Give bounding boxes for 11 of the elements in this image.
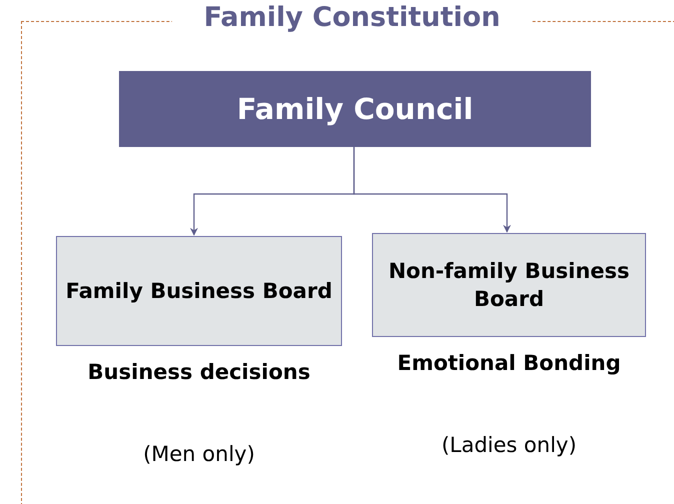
connector-arrow — [353, 146, 511, 233]
board-title: Family Business Board — [66, 278, 332, 305]
role-description: Emotional Bonding — [396, 350, 622, 377]
board-box — [56, 236, 342, 346]
council-title: Family Council — [236, 92, 474, 126]
board-box — [372, 233, 646, 337]
board-title: Non-family Business Board — [387, 258, 631, 313]
role-description: Business decisions — [86, 359, 312, 386]
membership-note: (Ladies only) — [440, 432, 578, 459]
council-box — [119, 71, 591, 147]
membership-note: (Men only) — [142, 441, 256, 468]
